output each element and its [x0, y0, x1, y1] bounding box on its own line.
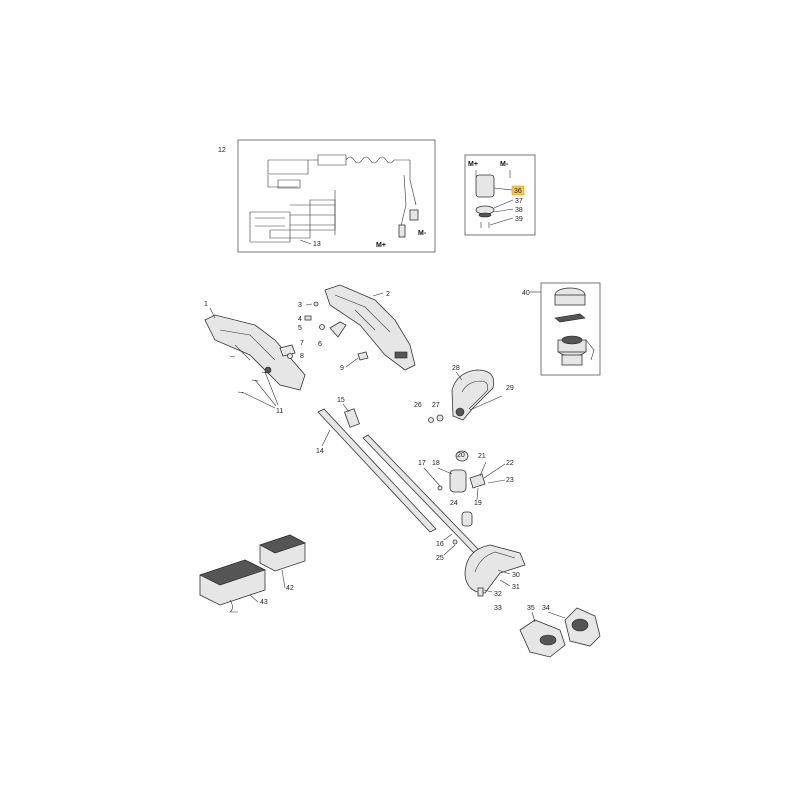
callout-37: 37: [515, 198, 523, 205]
callout-40: 40: [522, 290, 530, 297]
callout-4: 4: [298, 316, 302, 323]
callout-3: 3: [298, 302, 302, 309]
callout-25: 25: [436, 555, 444, 562]
callout-19: 19: [474, 500, 482, 507]
callout-18: 18: [432, 460, 440, 467]
terminal-mplus-label: M+: [376, 242, 386, 249]
motor-terminal-mplus: M+: [468, 161, 478, 168]
callout-17: 17: [418, 460, 426, 467]
callout-38: 38: [515, 207, 523, 214]
grass-guard: 30 31 32 33: [464, 544, 526, 612]
callout-15: 15: [337, 397, 345, 404]
callout-14: 14: [316, 448, 324, 455]
clamp-assembly: 17 18 20 21 22 23 19 24: [418, 450, 514, 527]
callout-43: 43: [260, 599, 268, 606]
callout-33: 33: [494, 605, 502, 612]
callout-29: 29: [506, 385, 514, 392]
callout-13: 13: [313, 241, 321, 248]
auxiliary-handle: 28 29 26 27: [414, 365, 514, 423]
callout-22: 22: [506, 460, 514, 467]
small-parts-group: 3 4 5 6 7 8 9: [279, 301, 369, 372]
callout-16: 16: [436, 541, 444, 548]
callout-1: 1: [204, 301, 208, 308]
callout-11: 11: [276, 408, 283, 415]
trimmer-head: 35 34: [519, 605, 601, 658]
callout-28: 28: [452, 365, 460, 372]
head-assembly-panel: 40: [522, 282, 601, 376]
callout-21: 21: [478, 453, 486, 460]
callout-9: 9: [340, 365, 344, 372]
shaft-assembly: 15 14 16 25: [316, 397, 481, 562]
callout-24: 24: [450, 500, 458, 507]
callout-42: 42: [286, 585, 294, 592]
callout-34: 34: [542, 605, 550, 612]
callout-31: 31: [512, 584, 520, 591]
housing-left: 1 11: [204, 301, 306, 415]
callout-8: 8: [300, 353, 304, 360]
housing-right: 2: [324, 284, 416, 371]
callout-36-highlight: [511, 185, 525, 196]
callout-5: 5: [298, 325, 302, 332]
callout-6: 6: [318, 341, 322, 348]
callout-2: 2: [386, 291, 390, 298]
charger-battery: 42 43: [199, 534, 306, 613]
callout-20: 20: [457, 452, 465, 459]
callout-7: 7: [300, 340, 304, 347]
callout-12: 12: [218, 147, 226, 154]
callout-32: 32: [494, 591, 502, 598]
motor-terminal-mminus: M-: [500, 161, 509, 168]
callout-30: 30: [512, 572, 520, 579]
callout-26: 26: [414, 402, 422, 409]
terminal-mminus-label: M-: [418, 230, 427, 237]
callout-27: 27: [432, 402, 440, 409]
callout-23: 23: [506, 477, 514, 484]
callout-35: 35: [527, 605, 535, 612]
motor-panel: M+ M- 36 37 38 39: [464, 154, 536, 236]
callout-39: 39: [515, 216, 523, 223]
callout-36: 36: [514, 188, 522, 195]
wiring-harness-panel: M+ M- 12 13: [218, 139, 436, 253]
